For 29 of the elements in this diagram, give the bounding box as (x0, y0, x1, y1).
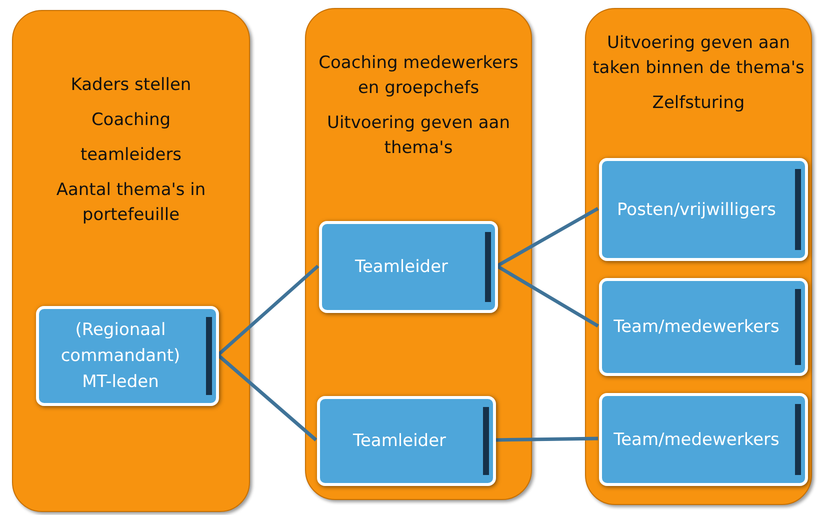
box-label: Teamleider (354, 256, 448, 279)
role-box (319, 221, 498, 313)
connector-line (496, 264, 599, 328)
column-text: Coaching (90, 109, 172, 132)
connector-line (216, 354, 318, 442)
role-box (36, 306, 219, 406)
box-label: Team/medewerkers (614, 316, 780, 339)
column-text: teamleiders (79, 144, 183, 167)
column-text: Uitvoering geven aan thema's (326, 112, 511, 160)
column-panel (305, 8, 532, 500)
column-panel (585, 8, 812, 505)
box-label: Teamleider (352, 430, 446, 453)
box-label: (Regionaal commandant) (60, 319, 182, 368)
column-text: Kaders stellen (70, 74, 192, 97)
column-text: Coaching medewerkers en groepchefs (318, 52, 520, 100)
column-text: Aantal thema's in portefeuille (55, 179, 207, 227)
column-panel (12, 10, 250, 512)
role-box (317, 396, 496, 486)
box-label: Posten/vrijwilligers (617, 198, 776, 222)
box-label: MT-leden (82, 371, 159, 394)
connector-line (216, 264, 320, 356)
connector-line (496, 206, 599, 268)
column-text: Zelfsturing (651, 92, 746, 115)
connector-line (494, 436, 598, 442)
role-box (599, 278, 808, 376)
role-box (599, 393, 808, 486)
column-text: Uitvoering geven aan taken binnen de thema's (592, 32, 805, 80)
box-label: Team/medewerkers (614, 428, 780, 452)
role-box (599, 158, 808, 261)
